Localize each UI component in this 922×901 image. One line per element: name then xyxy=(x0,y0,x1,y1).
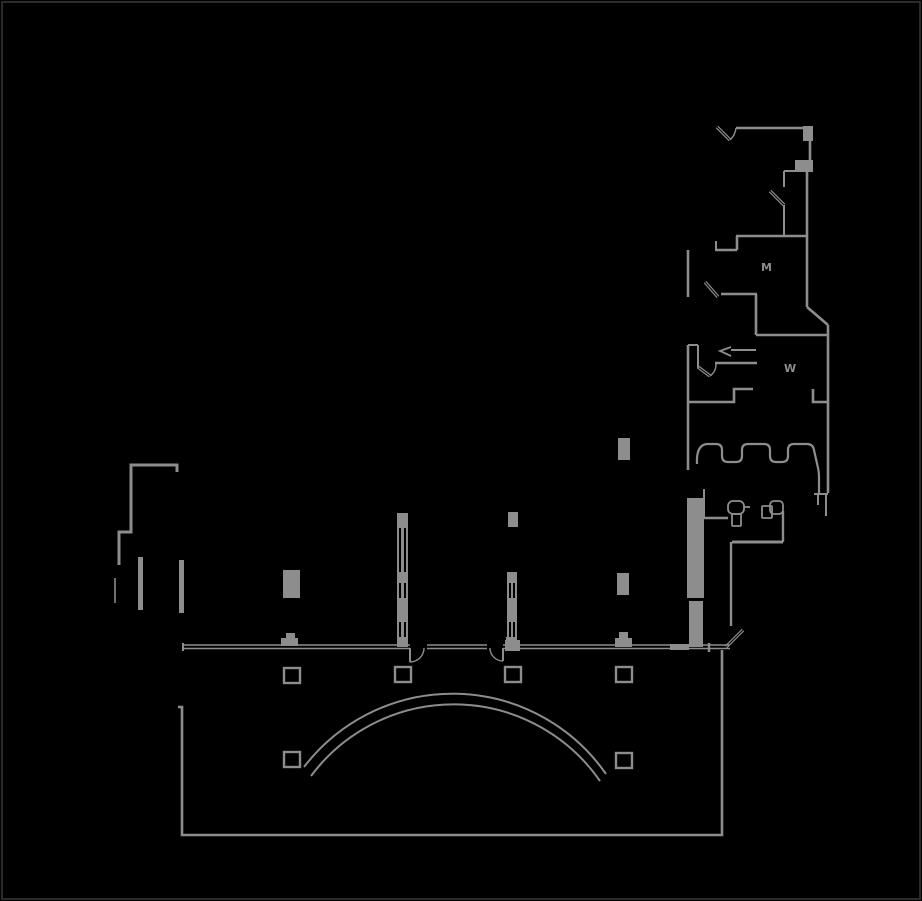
door-leaf xyxy=(698,365,712,376)
door-leaf xyxy=(768,191,784,207)
wall-fill-block xyxy=(687,498,704,598)
mullion-slit xyxy=(404,528,406,572)
scalloped-stall-wall xyxy=(695,442,821,494)
door-leaf xyxy=(770,189,786,205)
wall-fill-block xyxy=(615,638,632,647)
mullion-slit xyxy=(399,622,401,637)
wall-fill-block xyxy=(617,573,629,595)
womens-door-wedge xyxy=(717,346,732,357)
entry-door-right-arc xyxy=(489,647,504,662)
wall-fill-block xyxy=(795,160,813,172)
wall-fill-block xyxy=(670,644,689,650)
wall-fill-block xyxy=(619,632,628,638)
east-diagonal-wall xyxy=(806,306,829,326)
mullion-slit xyxy=(404,622,406,637)
plan-outline-rect xyxy=(282,666,302,685)
wall-fill-block xyxy=(138,557,143,610)
plan-outline-rect xyxy=(769,500,784,515)
wall-fill-block xyxy=(803,126,813,141)
wall-fill-block xyxy=(689,601,703,647)
mullion-slit xyxy=(399,528,401,572)
womens-south-wall xyxy=(688,387,753,404)
door-leaf xyxy=(705,280,720,297)
mullion-slit xyxy=(509,622,511,637)
plan-outline-rect xyxy=(614,751,634,770)
wall-fill-block xyxy=(286,633,295,639)
plan-outline-rect xyxy=(503,665,523,684)
wall-fill-block xyxy=(397,513,408,647)
wall-fill-block xyxy=(179,560,184,613)
mullion-slit xyxy=(399,583,401,598)
door-leaf xyxy=(724,628,743,647)
plan-outline-rect xyxy=(731,513,742,527)
stage-arc-outer xyxy=(303,692,607,775)
main-entry-door-arc xyxy=(729,127,737,141)
ballroom-outline xyxy=(178,650,724,837)
room-label-womens: W xyxy=(784,362,796,375)
entry-door-left-arc xyxy=(409,647,425,663)
wall-fill-block xyxy=(507,572,517,648)
mullion-slit xyxy=(513,583,515,598)
door-leaf xyxy=(717,125,732,140)
wall-fill-block xyxy=(283,570,300,598)
west-wing-outline xyxy=(117,463,179,565)
mullion-slit xyxy=(509,583,511,598)
stage-arc-inner xyxy=(310,703,601,782)
room-label-mens: M xyxy=(761,261,772,274)
door-leaf xyxy=(715,127,730,142)
stall-room-north-east xyxy=(811,389,828,404)
womens-door-arc xyxy=(709,363,717,377)
door-leaf xyxy=(696,367,710,378)
plan-outline-rect xyxy=(614,665,634,684)
plan-outline-rect xyxy=(282,750,302,769)
door-leaf xyxy=(726,630,745,649)
plan-outline-rect xyxy=(761,505,773,519)
mullion-slit xyxy=(513,622,515,637)
mullion-slit xyxy=(404,583,406,598)
plan-outline-rect xyxy=(393,665,413,684)
wall-fill-block xyxy=(508,512,518,527)
door-leaf xyxy=(703,282,718,299)
wall-fill-block xyxy=(281,638,298,646)
wall-fill-block xyxy=(618,438,630,460)
plan-outline-rect xyxy=(727,500,745,515)
